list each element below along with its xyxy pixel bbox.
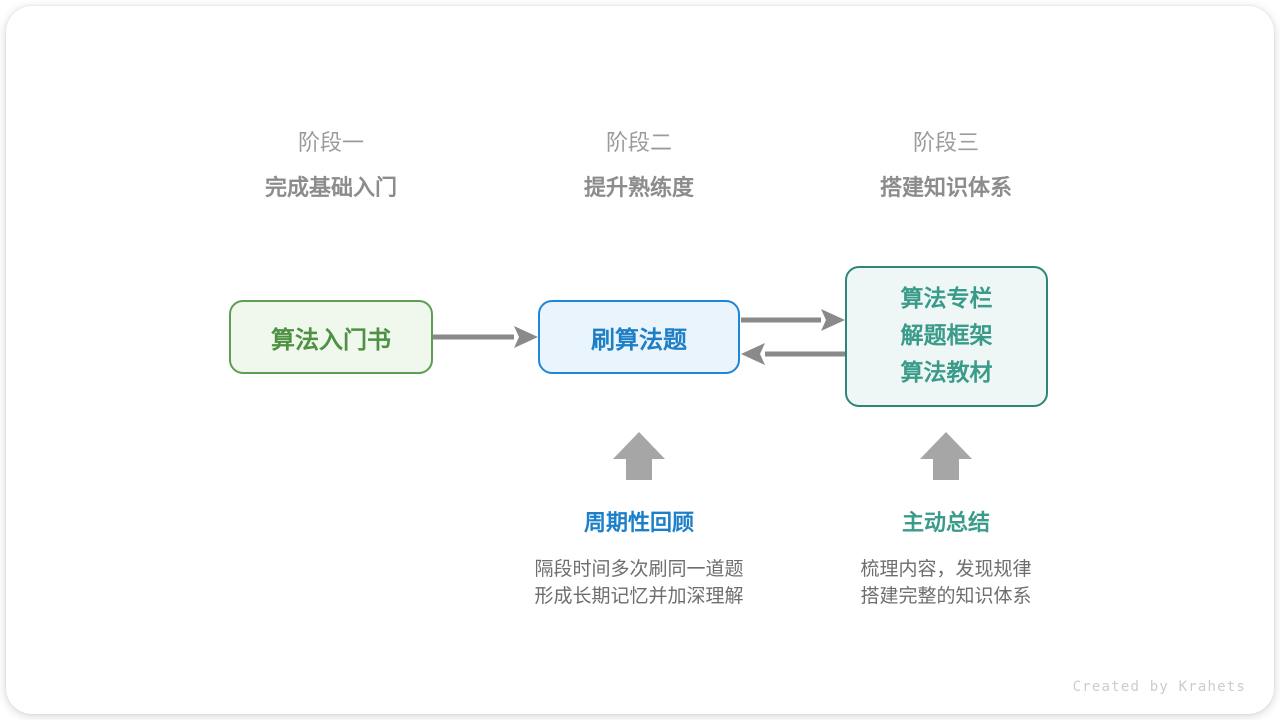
stage-3-title: 搭建知识体系 — [879, 176, 1012, 201]
note-periodic-review-line-2: 形成长期记忆并加深理解 — [534, 585, 744, 607]
note-active-summary-line-1: 梳理内容，发现规律 — [860, 558, 1032, 580]
node-practice-problems[interactable]: 刷算法题 — [538, 300, 740, 374]
note-active-summary-title: 主动总结 — [901, 511, 990, 536]
stage-1-title: 完成基础入门 — [264, 176, 397, 201]
stage-1-index-label: 阶段一 — [297, 131, 364, 156]
stage-3-index-label: 阶段三 — [912, 131, 979, 156]
node-resources[interactable]: 算法专栏 解题框架 算法教材 — [845, 266, 1048, 407]
arrow-practice-to-resources-icon — [741, 309, 845, 331]
node-resources-line-2: 解题框架 — [900, 323, 993, 349]
arrow-summary-up-icon — [920, 432, 972, 480]
note-periodic-review-line-1: 隔段时间多次刷同一道题 — [534, 558, 744, 580]
stage-2-index-label: 阶段二 — [605, 131, 672, 156]
note-active-summary-line-2: 搭建完整的知识体系 — [860, 585, 1032, 607]
arrow-book-to-practice-icon — [433, 326, 538, 348]
note-periodic-review-title: 周期性回顾 — [583, 511, 694, 536]
node-intro-book[interactable]: 算法入门书 — [229, 300, 433, 374]
node-resources-line-1: 算法专栏 — [900, 286, 993, 312]
watermark-credit: Created by Krahets — [1072, 679, 1246, 695]
node-resources-line-3: 算法教材 — [900, 360, 993, 386]
stage-2-title: 提升熟练度 — [583, 176, 694, 201]
stage-column-3: 阶段三 搭建知识体系 — [816, 127, 1076, 206]
arrow-resources-to-practice-icon — [741, 343, 845, 365]
arrow-review-up-icon — [613, 432, 665, 480]
note-active-summary: 主动总结 梳理内容，发现规律 搭建完整的知识体系 — [786, 509, 1106, 610]
note-periodic-review-body: 隔段时间多次刷同一道题 形成长期记忆并加深理解 — [479, 556, 799, 610]
node-practice-problems-label: 刷算法题 — [591, 325, 687, 354]
note-periodic-review: 周期性回顾 隔段时间多次刷同一道题 形成长期记忆并加深理解 — [479, 509, 799, 610]
node-intro-book-label: 算法入门书 — [271, 325, 391, 354]
stage-column-2: 阶段二 提升熟练度 — [509, 127, 769, 206]
stage-column-1: 阶段一 完成基础入门 — [201, 127, 461, 206]
note-active-summary-body: 梳理内容，发现规律 搭建完整的知识体系 — [786, 556, 1106, 610]
